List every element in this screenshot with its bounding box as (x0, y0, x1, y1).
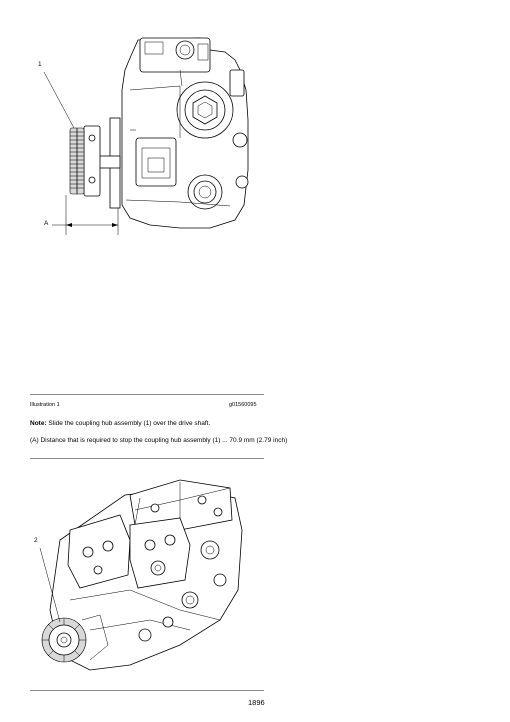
illustration-2: 2 (30, 470, 270, 682)
section-divider (30, 458, 264, 459)
callout-1: 1 (38, 61, 42, 68)
callout-2: 2 (34, 537, 38, 544)
illustration-1: 1 A (30, 30, 270, 245)
pump-side-view-drawing (43, 37, 249, 235)
page-number: 1896 (248, 698, 265, 707)
illustration-code: g01560095 (229, 402, 257, 408)
footer-rule (30, 690, 264, 691)
callout-a: A (44, 220, 49, 227)
note-text: Slide the coupling hub assembly (1) over… (46, 420, 211, 427)
pump-isometric-drawing (39, 479, 243, 671)
illustration-label: Illustration 1 (30, 402, 60, 408)
note-label: Note: (30, 420, 47, 427)
caption-top-rule (30, 394, 264, 395)
note-paragraph: Note: Slide the coupling hub assembly (1… (30, 419, 330, 428)
distance-paragraph: (A) Distance that is required to stop th… (30, 437, 288, 444)
